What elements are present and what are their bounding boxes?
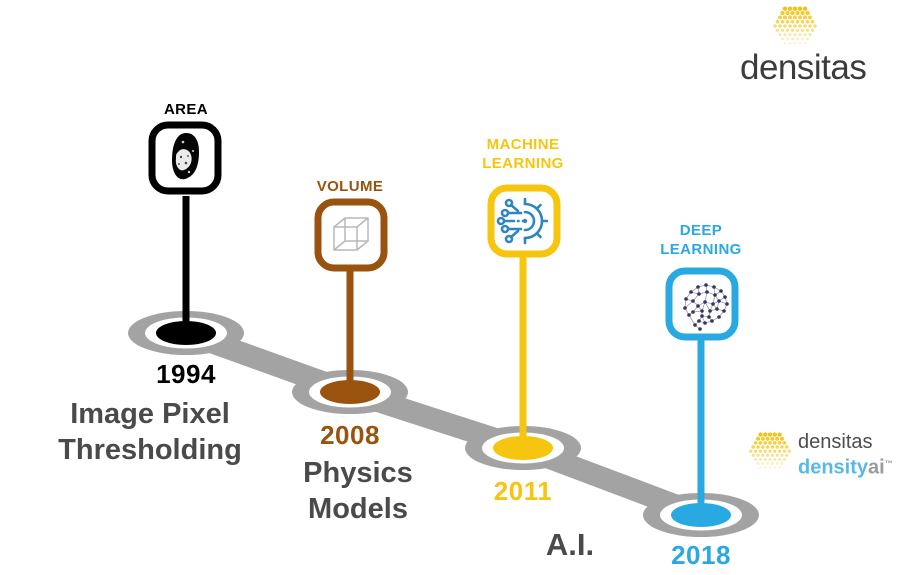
timeline-node-1994 — [128, 196, 244, 355]
honeycomb-icon — [749, 432, 791, 470]
milestone-label-deep-learning: DEEP LEARNING — [660, 222, 742, 258]
brand-logo: densitas — [740, 6, 890, 88]
caption-ai: A.I. — [545, 527, 595, 562]
pole-2008 — [346, 268, 354, 392]
year-2018: 2018 — [671, 540, 731, 570]
pole-2011 — [519, 255, 527, 448]
track-band — [175, 322, 712, 526]
honeycomb-icon — [773, 6, 817, 45]
wireframe-cube-icon — [314, 198, 388, 272]
trademark-symbol: ™ — [884, 459, 893, 468]
area-icon-box — [148, 121, 222, 195]
pole-2018 — [697, 338, 705, 515]
brand-name: densitas — [740, 48, 867, 87]
year-1994: 1994 — [156, 359, 216, 389]
pole-1994 — [182, 196, 190, 333]
milestone-label-volume: VOLUME — [316, 178, 384, 195]
product-density-text: density — [798, 456, 869, 479]
timeline-node-2018 — [643, 338, 759, 537]
milestone-label-area: AREA — [163, 101, 209, 118]
product-logo: densitas densityai™ — [748, 432, 893, 479]
caption-physics-models: Physics Models — [303, 457, 413, 525]
product-ai-text: ai — [868, 456, 885, 479]
caption-image-pixel-thresholding: Image Pixel Thresholding — [58, 398, 242, 466]
machine-learning-icon-box — [487, 184, 561, 258]
mammogram-area-icon — [148, 121, 222, 195]
year-2011: 2011 — [493, 476, 553, 506]
timeline-node-2011 — [465, 255, 581, 470]
year-2008: 2008 — [320, 420, 380, 450]
circuit-gear-icon — [487, 184, 561, 258]
volume-icon-box — [314, 198, 388, 272]
deep-learning-icon-box — [665, 267, 739, 341]
milestone-label-machine-learning: MACHINE LEARNING — [482, 136, 564, 172]
product-logo-name: densityai™ — [798, 453, 893, 479]
timeline-node-2008 — [292, 268, 408, 414]
neural-network-brain-icon — [665, 267, 739, 341]
product-logo-brand: densitas — [798, 431, 873, 453]
